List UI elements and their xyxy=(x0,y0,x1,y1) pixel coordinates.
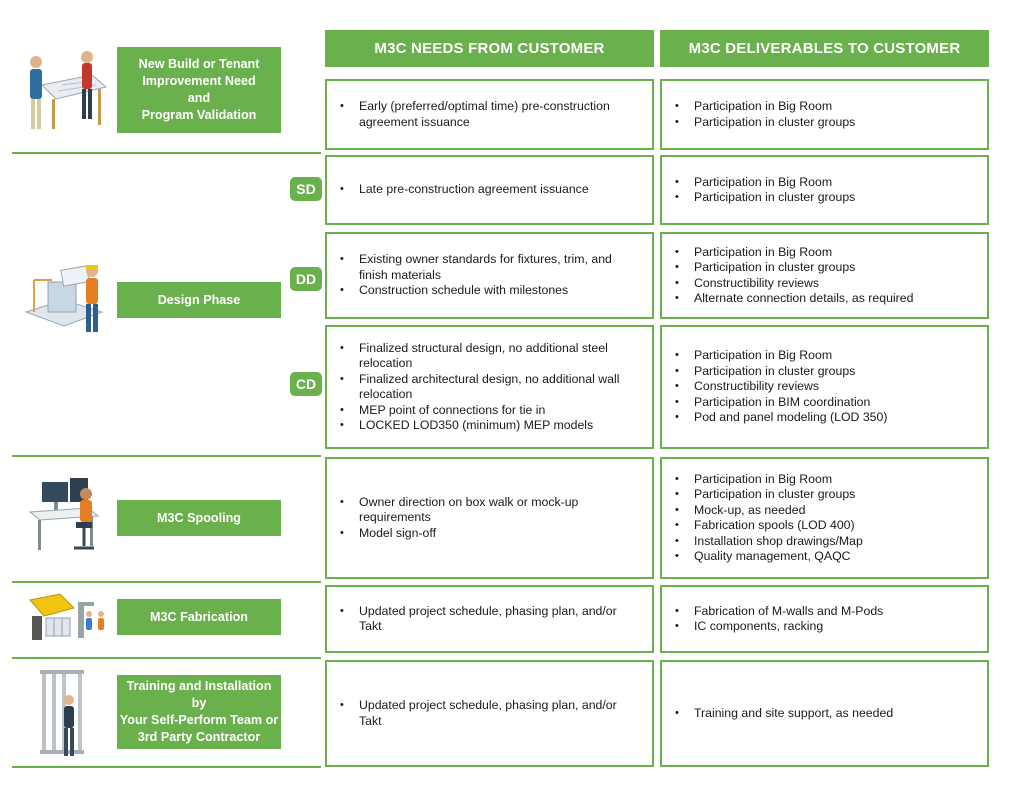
list-item: Existing owner standards for fixtures, t… xyxy=(337,252,638,283)
list-item: Fabrication of M-walls and M-Pods xyxy=(672,604,973,620)
list-item: Participation in cluster groups xyxy=(672,260,973,276)
spooling-workstation-illustration xyxy=(28,478,100,550)
list-item: Finalized architectural design, no addit… xyxy=(337,372,638,403)
row-separator xyxy=(12,766,321,768)
needs-cell: Updated project schedule, phasing plan, … xyxy=(325,585,654,653)
list-item: Participation in Big Room xyxy=(672,472,973,488)
deliverables-cell: Fabrication of M-walls and M-Pods IC com… xyxy=(660,585,989,653)
list-item: MEP point of connections for tie in xyxy=(337,403,638,419)
needs-header: M3C NEEDS FROM CUSTOMER xyxy=(325,30,654,67)
list-item: Participation in Big Room xyxy=(672,348,973,364)
needs-cell: Updated project schedule, phasing plan, … xyxy=(325,660,654,767)
phase-spooling: M3C Spooling xyxy=(117,500,281,536)
list-item: Finalized structural design, no addition… xyxy=(337,341,638,372)
deliverables-cell: Participation in Big Room Participation … xyxy=(660,155,989,225)
list-item: Quality management, QAQC xyxy=(672,549,973,565)
tag-sd: SD xyxy=(290,177,322,201)
list-item: Participation in cluster groups xyxy=(672,487,973,503)
list-item: Owner direction on box walk or mock-up r… xyxy=(337,495,638,526)
phase-training: Training and Installation by Your Self-P… xyxy=(117,675,281,749)
list-item: Construction schedule with milestones xyxy=(337,283,638,299)
tag-cd: CD xyxy=(290,372,322,396)
list-item: LOCKED LOD350 (minimum) MEP models xyxy=(337,418,638,434)
needs-cell: Finalized structural design, no addition… xyxy=(325,325,654,449)
list-item: Participation in Big Room xyxy=(672,175,973,191)
needs-cell: Owner direction on box walk or mock-up r… xyxy=(325,457,654,579)
list-item: Installation shop drawings/Map xyxy=(672,534,973,550)
list-item: Mock-up, as needed xyxy=(672,503,973,519)
list-item: Updated project schedule, phasing plan, … xyxy=(337,698,638,729)
phase-new-build: New Build or Tenant Improvement Need and… xyxy=(117,47,281,133)
list-item: Participation in cluster groups xyxy=(672,190,973,206)
tag-dd: DD xyxy=(290,267,322,291)
list-item: Participation in Big Room xyxy=(672,245,973,261)
phase-fabrication: M3C Fabrication xyxy=(117,599,281,635)
fabrication-shop-illustration xyxy=(29,593,104,640)
list-item: Late pre-construction agreement issuance xyxy=(337,182,638,198)
deliverables-cell: Training and site support, as needed xyxy=(660,660,989,767)
list-item: Participation in cluster groups xyxy=(672,115,973,131)
row-separator xyxy=(12,455,321,457)
list-item: Participation in cluster groups xyxy=(672,364,973,380)
architects-drafting-illustration xyxy=(30,51,108,129)
row-separator xyxy=(12,657,321,659)
list-item: Training and site support, as needed xyxy=(672,706,973,722)
list-item: Alternate connection details, as require… xyxy=(672,291,973,307)
phase-design: Design Phase xyxy=(117,282,281,318)
row-separator xyxy=(12,581,321,583)
deliverables-cell: Participation in Big Room Participation … xyxy=(660,457,989,579)
installation-worker-illustration xyxy=(40,670,84,756)
list-item: Constructibility reviews xyxy=(672,276,973,292)
row-separator xyxy=(12,152,321,154)
design-engineer-illustration xyxy=(24,265,104,332)
deliverables-cell: Participation in Big Room Participation … xyxy=(660,232,989,319)
needs-cell: Late pre-construction agreement issuance xyxy=(325,155,654,225)
needs-cell: Early (preferred/optimal time) pre-const… xyxy=(325,79,654,150)
list-item: Model sign-off xyxy=(337,526,638,542)
list-item: Constructibility reviews xyxy=(672,379,973,395)
list-item: Fabrication spools (LOD 400) xyxy=(672,518,973,534)
list-item: Participation in BIM coordination xyxy=(672,395,973,411)
needs-cell: Existing owner standards for fixtures, t… xyxy=(325,232,654,319)
list-item: Updated project schedule, phasing plan, … xyxy=(337,604,638,635)
deliverables-header: M3C DELIVERABLES TO CUSTOMER xyxy=(660,30,989,67)
deliverables-cell: Participation in Big Room Participation … xyxy=(660,325,989,449)
list-item: Participation in Big Room xyxy=(672,99,973,115)
list-item: Early (preferred/optimal time) pre-const… xyxy=(337,99,638,130)
list-item: Pod and panel modeling (LOD 350) xyxy=(672,410,973,426)
list-item: IC components, racking xyxy=(672,619,973,635)
deliverables-cell: Participation in Big Room Participation … xyxy=(660,79,989,150)
